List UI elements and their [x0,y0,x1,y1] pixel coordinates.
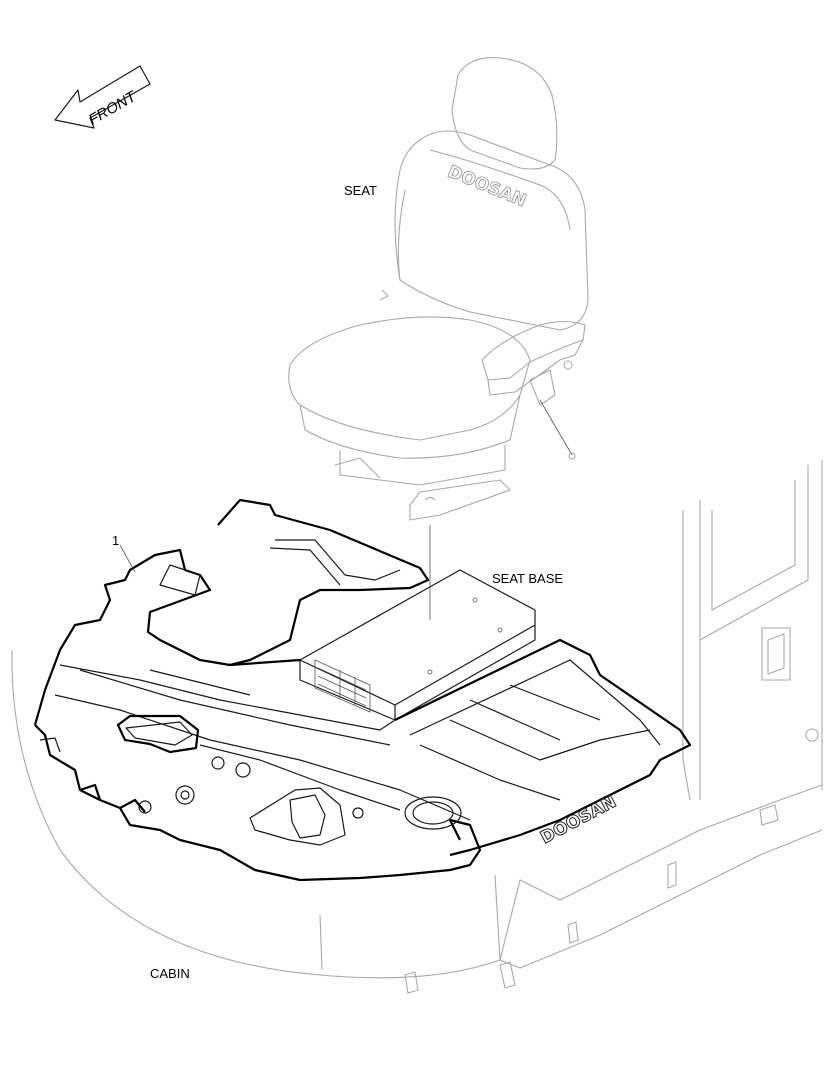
cabin-illustration [11,460,823,994]
seat-base-illustration [299,569,536,721]
seat-logo: DOOSAN [445,162,529,212]
part-number-1: 1 [112,533,119,548]
seat-label: SEAT [344,183,377,198]
seat-base-label: SEAT BASE [492,571,563,586]
part-leader-line [119,544,136,573]
mat-logo: DOOSAN [537,792,619,848]
front-arrow-icon [54,65,151,129]
seat-illustration: DOOSAN [288,57,589,521]
cabin-label: CABIN [150,966,190,981]
